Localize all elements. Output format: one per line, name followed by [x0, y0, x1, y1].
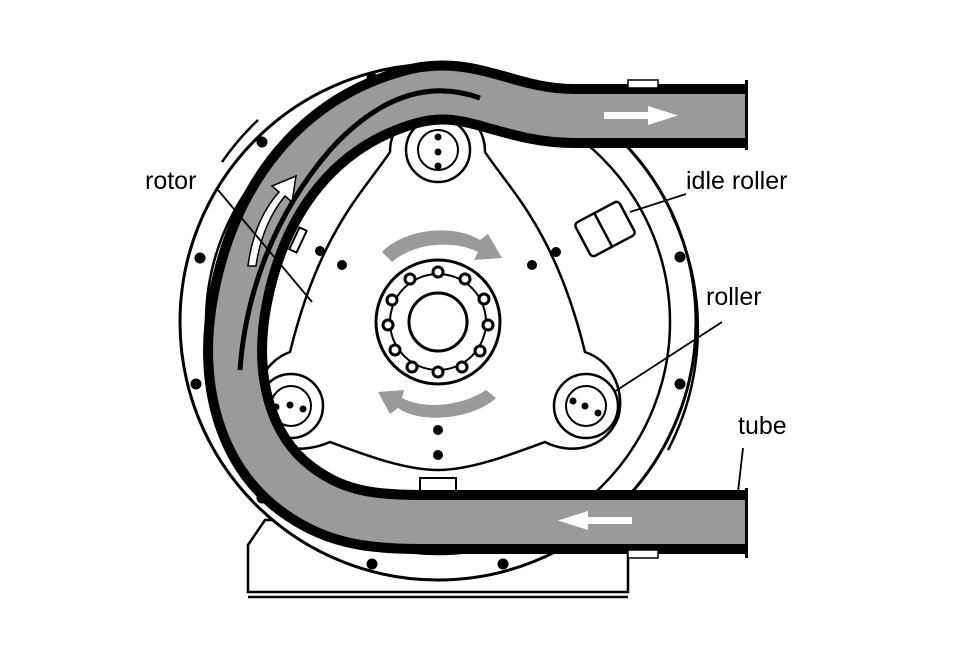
tube-pinch-line	[237, 88, 481, 371]
rotation-arrow-clockwise-bottom	[378, 390, 496, 418]
leader-rotor	[217, 189, 313, 303]
leader-lines	[217, 189, 744, 493]
leader-tube	[737, 447, 744, 493]
rotor-dots	[315, 246, 561, 460]
flow-arrow-in	[558, 511, 632, 530]
leader-idle-roller	[629, 193, 687, 213]
tube-fitting-top	[627, 79, 659, 89]
tube	[203, 60, 748, 559]
flow-arrow-out	[604, 106, 678, 125]
label-rotor: rotor	[145, 167, 196, 195]
rotation-arrow-clockwise-top	[382, 230, 502, 262]
hub-bolts	[381, 265, 495, 379]
label-roller: roller	[706, 283, 762, 311]
hub	[374, 258, 502, 386]
leader-roller	[613, 321, 723, 393]
tube-clamp-left	[287, 226, 309, 254]
label-tube: tube	[738, 412, 787, 440]
roller-axle-dots	[272, 133, 602, 417]
label-idle-roller: idle roller	[686, 167, 787, 195]
idle-roller	[574, 200, 636, 258]
tube-fitting-bottom	[627, 549, 659, 559]
